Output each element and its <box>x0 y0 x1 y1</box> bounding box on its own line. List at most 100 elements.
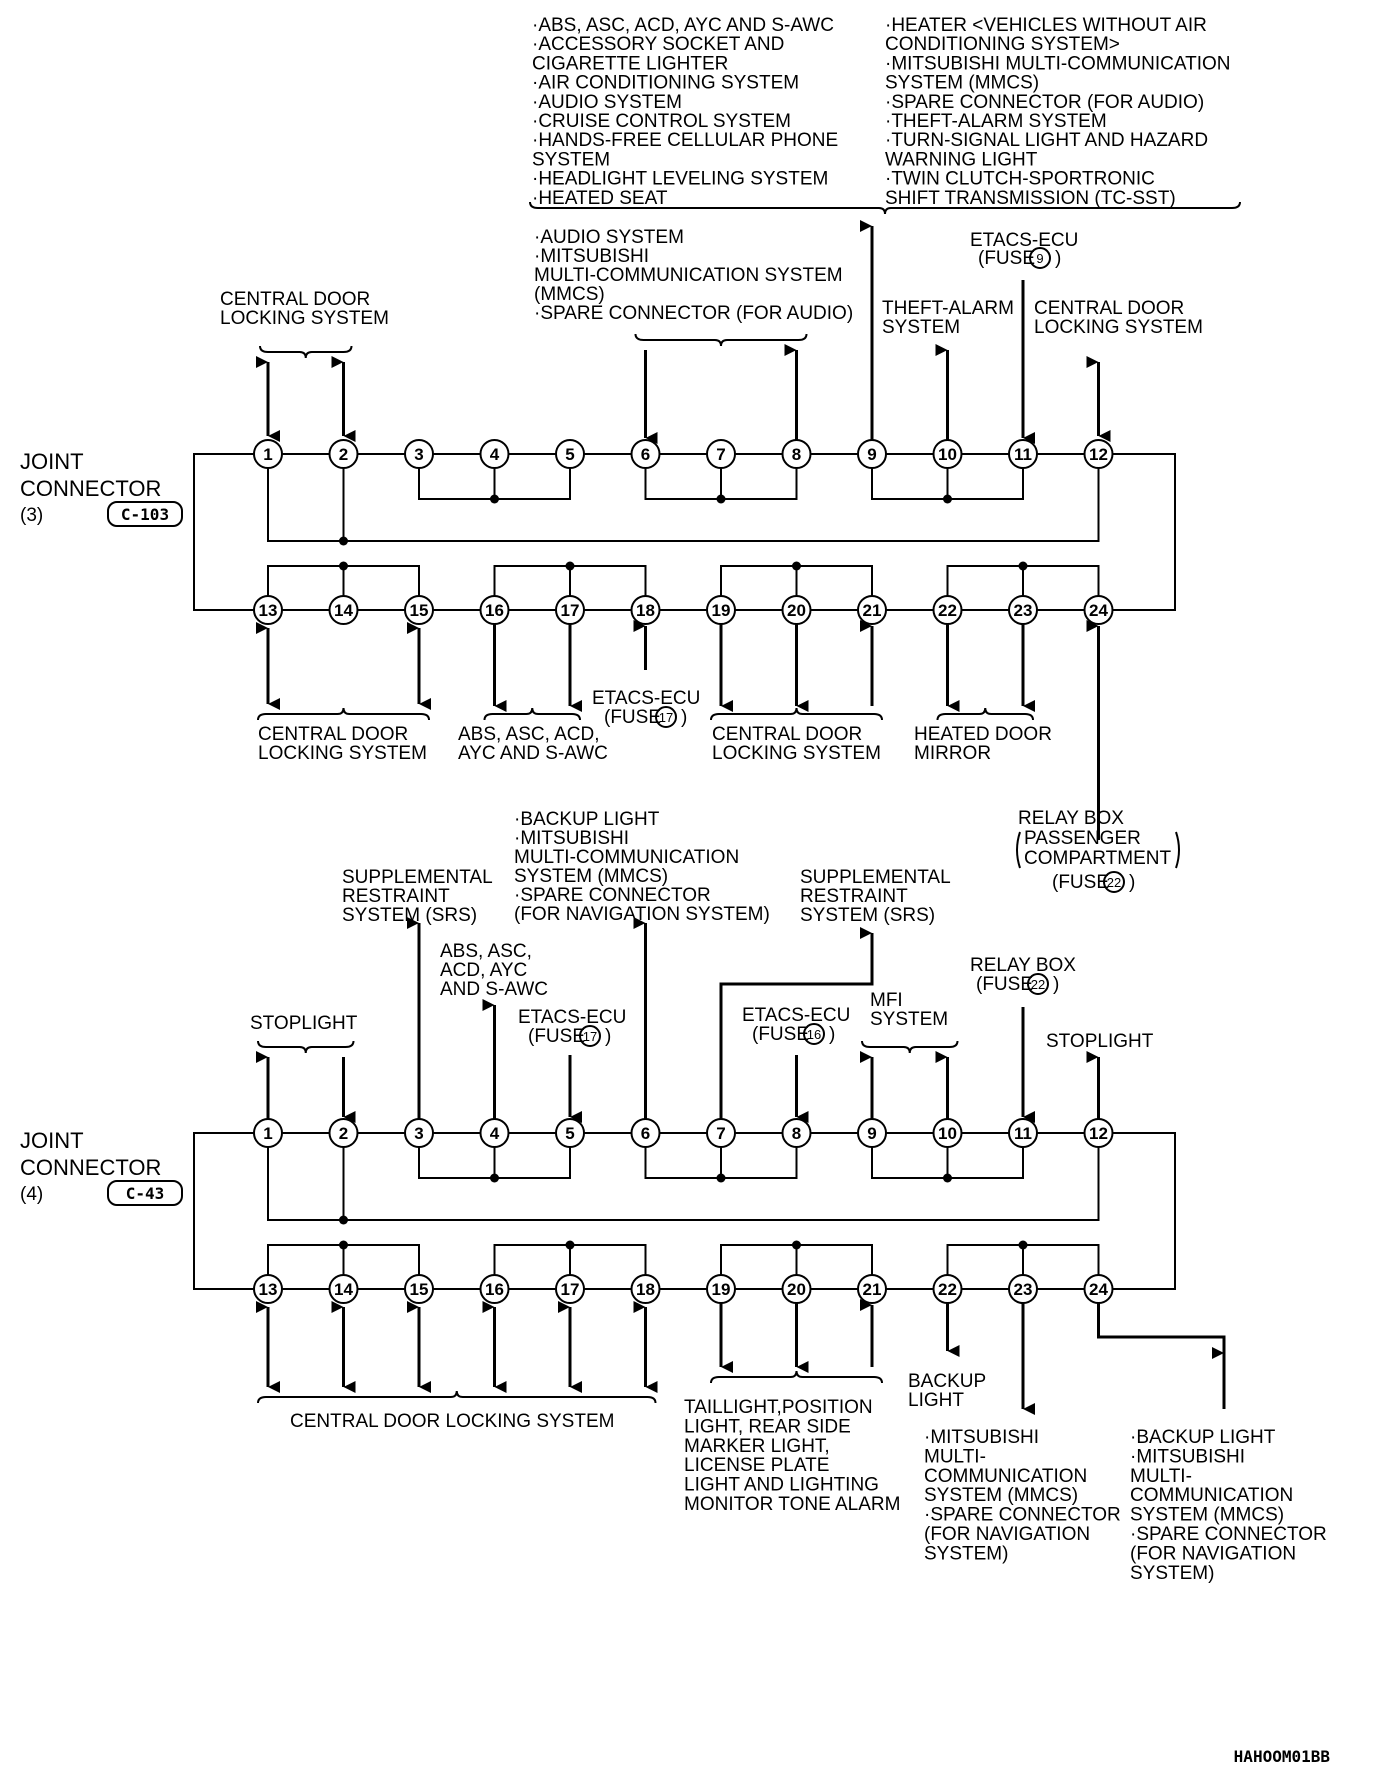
label-abs-4: AND S-AWC <box>440 979 548 1000</box>
connector-frame-right <box>1112 453 1176 611</box>
label-audio-system: ·MITSUBISHI <box>534 246 649 267</box>
pin-number: 10 <box>938 445 957 464</box>
label-mmcs-24: ·MITSUBISHI <box>1130 1446 1245 1467</box>
label-backup-list: ·BACKUP LIGHT <box>514 809 660 830</box>
connector-frame-right <box>1112 1132 1176 1290</box>
label-mmcs-24: ·BACKUP LIGHT <box>1130 1427 1276 1448</box>
label-etacs-ecu-16: ETACS-ECU <box>742 1005 850 1026</box>
label-fuse-22b: ) <box>1053 974 1059 995</box>
pin-circle <box>1083 439 1114 469</box>
label-mfi-system: SYSTEM <box>870 1009 948 1030</box>
pin-number: 22 <box>938 601 957 620</box>
label-srs-3: SUPPLEMENTAL <box>342 867 493 888</box>
pin-number: 3 <box>414 1124 423 1143</box>
pin-circle <box>555 1118 585 1148</box>
pin-circle <box>1008 439 1038 469</box>
pin-circle <box>1008 1118 1038 1148</box>
pin-circle <box>479 439 510 469</box>
label-top-right-list: ·THEFT-ALARM SYSTEM <box>885 111 1107 132</box>
pin-circle <box>781 595 812 625</box>
fuse-number-circle <box>1027 973 1049 995</box>
pin-circle <box>932 1118 963 1148</box>
pin-number: 10 <box>938 1124 957 1143</box>
pin-number: 14 <box>334 1280 353 1299</box>
pin-circle <box>630 595 661 625</box>
pin-number: 5 <box>565 1124 574 1143</box>
pin-number: 13 <box>259 1280 278 1299</box>
label-mmcs-24: SYSTEM) <box>1130 1563 1214 1584</box>
label-mmcs-23: ·SPARE CONNECTOR <box>924 1505 1121 1526</box>
label-backup-light-22: BACKUP <box>908 1371 986 1392</box>
pin-number: 8 <box>792 1124 801 1143</box>
pin-circle <box>479 595 510 625</box>
label-taillight: LICENSE PLATE <box>684 1455 829 1476</box>
pin-number: 23 <box>1014 1280 1033 1299</box>
pin-circle <box>404 595 434 625</box>
label-mmcs-23: COMMUNICATION <box>924 1466 1087 1487</box>
pin-circle <box>857 1118 887 1148</box>
label-srs-7: SYSTEM (SRS) <box>800 905 935 926</box>
label-backup-list: MULTI-COMMUNICATION <box>514 847 739 868</box>
label-top-right-list: SHIFT TRANSMISSION (TC-SST) <box>885 188 1176 209</box>
label-fuse-16: (FUSE <box>752 1024 809 1045</box>
pin-circle <box>404 1274 434 1304</box>
pin-number: 4 <box>490 1124 500 1143</box>
pin-number: 15 <box>410 601 429 620</box>
label-fuse-17: ) <box>681 707 687 728</box>
label-top-right-list: ·TWIN CLUTCH-SPORTRONIC <box>885 169 1155 190</box>
label-etacs-ecu-17b: ETACS-ECU <box>518 1007 626 1028</box>
pin-circle <box>479 1274 510 1304</box>
label-stoplight-12: STOPLIGHT <box>1046 1031 1154 1052</box>
brace-abs <box>483 707 581 721</box>
junction-dot <box>716 1173 726 1183</box>
junction-dot <box>339 536 348 546</box>
pin-circle <box>328 595 359 625</box>
label-abs-4: ACD, AYC <box>440 960 527 981</box>
label-abs-asc: AYC AND S-AWC <box>458 743 608 764</box>
label-mmcs-24: SYSTEM (MMCS) <box>1130 1505 1284 1526</box>
label-top-right-list: ·MITSUBISHI MULTI-COMMUNICATION <box>885 53 1231 74</box>
brace-central-door-19-21 <box>710 707 883 721</box>
junction-dot <box>716 494 726 504</box>
label-mmcs-24: ·SPARE CONNECTOR <box>1130 1524 1327 1545</box>
pin-circle <box>253 1118 283 1148</box>
label-audio-system: MULTI-COMMUNICATION SYSTEM <box>534 265 843 286</box>
junction-dot <box>943 494 952 504</box>
brace-mfi <box>861 1040 959 1054</box>
junction-dot <box>1018 1240 1028 1250</box>
pin-number: 5 <box>565 445 574 464</box>
label-fuse-9: ) <box>1055 248 1061 269</box>
label-top-right-list: ·HEATER <VEHICLES WITHOUT AIR <box>885 15 1207 36</box>
label-srs-3: RESTRAINT <box>342 886 450 907</box>
pin-circle <box>706 439 736 469</box>
pin-number: 3 <box>414 445 423 464</box>
connector-code-box <box>107 501 183 527</box>
label-fuse-22b-number: 22 <box>1031 977 1045 992</box>
pin-number: 9 <box>867 1124 876 1143</box>
label-central-door-all: CENTRAL DOOR LOCKING SYSTEM <box>290 1411 614 1432</box>
connector-code: C-103 <box>121 505 169 524</box>
label-abs-4: ABS, ASC, <box>440 941 532 962</box>
pin-circle <box>932 1274 963 1304</box>
junction-dot <box>565 1240 575 1250</box>
fuse-number-circle <box>1103 871 1125 893</box>
label-relay-box-11: RELAY BOX <box>970 955 1076 976</box>
junction-dot <box>792 561 801 571</box>
label-relay-box: COMPARTMENT <box>1024 848 1171 869</box>
junction-dot <box>943 1173 952 1183</box>
label-fuse-17: (FUSE <box>604 707 661 728</box>
pin-circle <box>781 439 812 469</box>
label-fuse-22: (FUSE <box>1052 872 1109 893</box>
pin-circle <box>932 439 963 469</box>
label-top-right-list: ·TURN-SIGNAL LIGHT AND HAZARD <box>885 130 1208 151</box>
connector-title: JOINT <box>20 449 84 474</box>
pin-number: 6 <box>641 445 650 464</box>
pin-number: 14 <box>334 601 353 620</box>
label-backup-light-22: LIGHT <box>908 1390 964 1411</box>
pin-circle <box>1083 1274 1114 1304</box>
pin-circle <box>253 439 283 469</box>
fuse-number-circle <box>579 1025 601 1047</box>
label-mmcs-23: MULTI- <box>924 1446 986 1467</box>
